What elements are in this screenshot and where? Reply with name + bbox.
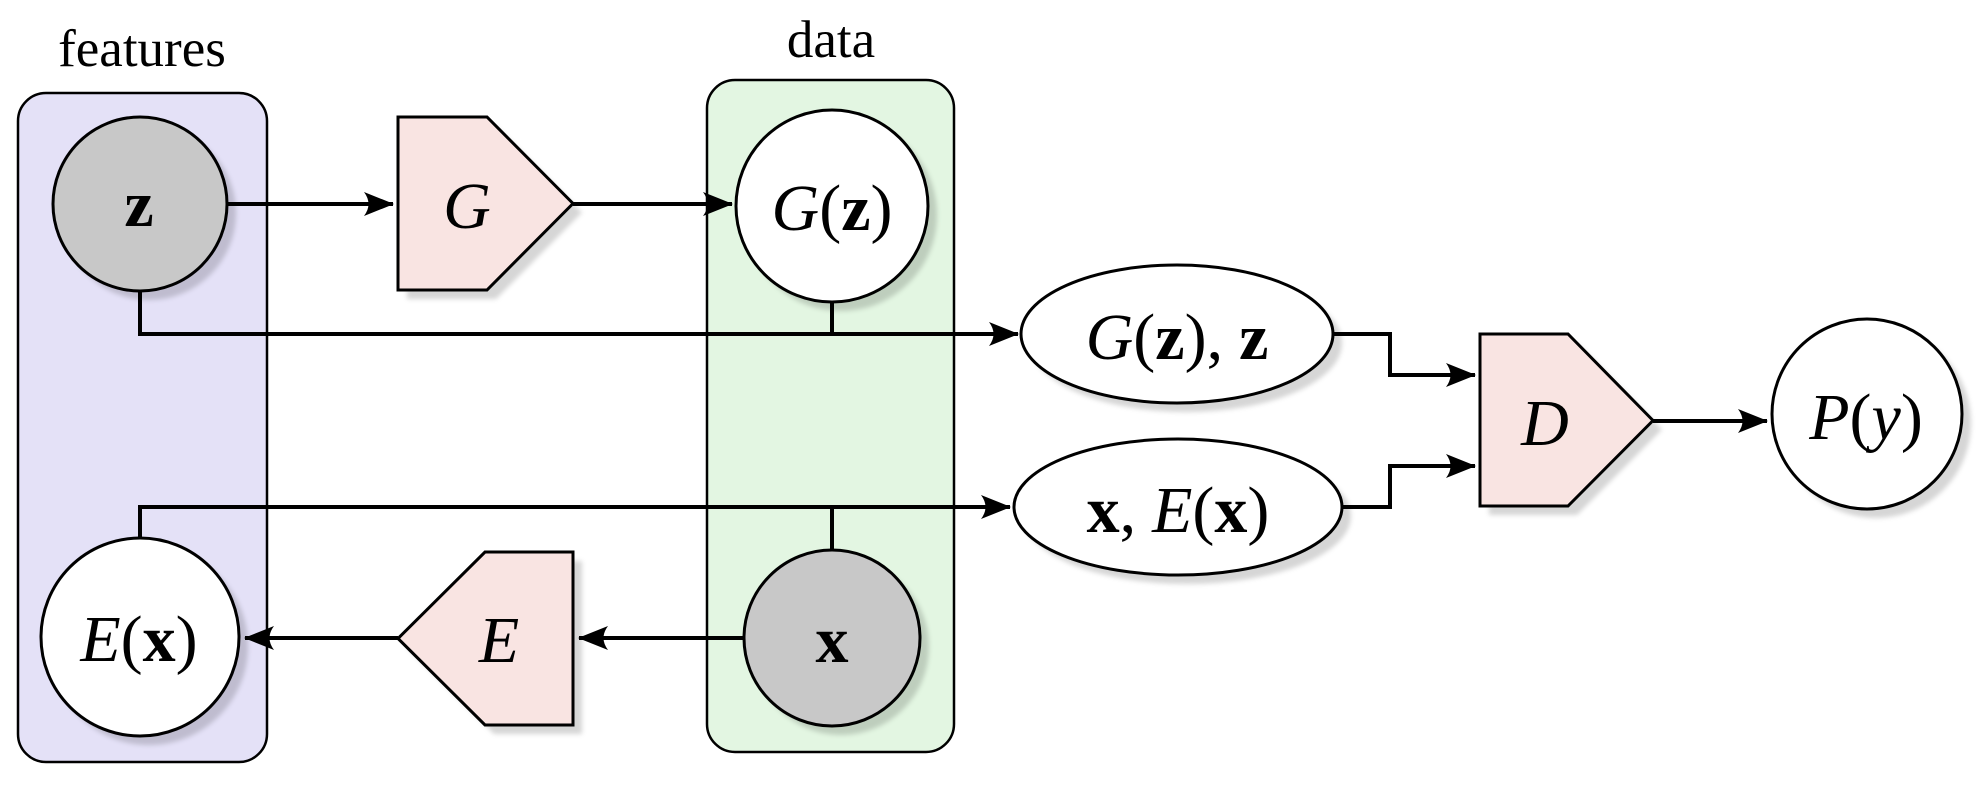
gz-z-pair-label: G(z),z bbox=[1086, 301, 1269, 374]
encoder-module bbox=[395, 550, 575, 727]
edge-ex-to-x-ex-pair bbox=[138, 495, 1011, 540]
x-node-label: x bbox=[816, 604, 849, 677]
features-group-label: features bbox=[58, 20, 226, 78]
generator-label: G bbox=[443, 170, 491, 243]
edge-x-ex-pair-to-discriminator bbox=[1342, 454, 1476, 509]
discriminator-module bbox=[1478, 332, 1656, 508]
edge-z-to-gz-z-pair bbox=[138, 289, 1019, 346]
encoder-label: E bbox=[478, 604, 519, 677]
gz-z-pair-node bbox=[1019, 263, 1335, 405]
ex-node bbox=[39, 536, 241, 738]
gz-node bbox=[734, 108, 930, 304]
z-node-label: z bbox=[124, 168, 153, 241]
discriminator-label: D bbox=[1520, 387, 1569, 460]
ex-node-label: E(x) bbox=[79, 603, 197, 676]
x-ex-pair-node bbox=[1012, 437, 1344, 577]
z-node bbox=[51, 115, 229, 293]
gz-node-label: G(z) bbox=[772, 172, 893, 245]
data-group-label: data bbox=[787, 11, 875, 69]
x-ex-pair-label: x,E(x) bbox=[1087, 474, 1270, 547]
py-node-label: P(y) bbox=[1808, 381, 1923, 454]
edge-gz-z-pair-to-discriminator bbox=[1333, 332, 1476, 387]
generator-module bbox=[396, 115, 576, 292]
py-node bbox=[1770, 317, 1964, 511]
x-node bbox=[742, 548, 922, 728]
